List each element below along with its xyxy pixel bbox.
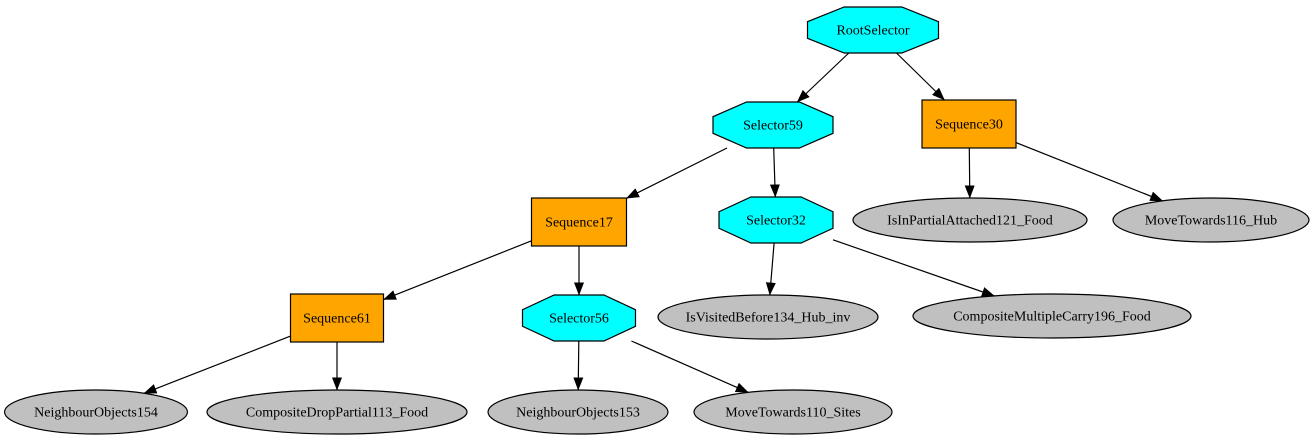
sequence-node-shape <box>289 293 385 343</box>
node-label: CompositeMultipleCarry196_Food <box>953 310 1151 325</box>
sequence-node-shape <box>921 99 1017 149</box>
tree-node-NeighbourObjects153: NeighbourObjects153 <box>487 389 669 435</box>
edge-Sequence17-to-Sequence61 <box>383 240 532 301</box>
tree-node-MoveTowards116_Hub: MoveTowards116_Hub <box>1112 197 1310 243</box>
edge-RootSelector-to-Sequence30 <box>896 52 945 101</box>
node-label: Selector32 <box>746 214 806 229</box>
leaf-node-shape <box>852 197 1088 243</box>
edge-Selector56-to-NeighbourObjects153 <box>573 340 584 391</box>
leaf-node-shape <box>487 389 669 435</box>
selector-node-shape <box>521 294 637 342</box>
edge-Sequence61-to-NeighbourObjects154 <box>143 335 291 394</box>
tree-node-CompositeDropPartial113_Food: CompositeDropPartial113_Food <box>206 389 468 435</box>
tree-node-Sequence17: Sequence17 <box>530 197 628 247</box>
node-label: IsInPartialAttached121_Food <box>887 214 1053 229</box>
node-label: MoveTowards110_Sites <box>725 406 860 421</box>
edge-RootSelector-to-Selector59 <box>796 52 850 103</box>
node-label: MoveTowards116_Hub <box>1145 214 1277 229</box>
tree-node-Selector56: Selector56 <box>521 294 637 342</box>
tree-node-MoveTowards110_Sites: MoveTowards110_Sites <box>693 389 893 435</box>
node-label: CompositeDropPartial113_Food <box>246 406 428 421</box>
edge-Selector56-to-MoveTowards110_Sites <box>631 340 749 393</box>
tree-node-NeighbourObjects154: NeighbourObjects154 <box>3 389 189 435</box>
edge-Selector59-to-Sequence17 <box>626 147 728 199</box>
tree-node-Sequence61: Sequence61 <box>289 293 385 343</box>
node-label: NeighbourObjects154 <box>34 406 158 421</box>
selector-node-shape <box>712 101 834 149</box>
leaf-node-shape <box>693 389 893 435</box>
edge-Sequence30-to-IsInPartialAttached121_Food <box>964 147 975 199</box>
tree-node-Selector59: Selector59 <box>712 101 834 149</box>
selector-node-shape <box>718 196 834 244</box>
node-label: IsVisitedBefore134_Hub_inv <box>686 311 851 326</box>
leaf-node-shape <box>1112 197 1310 243</box>
edge-Selector32-to-CompositeMultipleCarry196_Food <box>832 239 995 297</box>
edge-Selector59-to-Selector32 <box>769 147 780 198</box>
edge-Sequence30-to-MoveTowards116_Hub <box>1015 142 1164 202</box>
leaf-node-shape <box>206 389 468 435</box>
leaf-node-shape <box>3 389 189 435</box>
tree-node-RootSelector: RootSelector <box>806 6 940 54</box>
tree-node-Sequence30: Sequence30 <box>921 99 1017 149</box>
tree-node-IsVisitedBefore134_Hub_inv: IsVisitedBefore134_Hub_inv <box>657 294 879 340</box>
node-label: Selector56 <box>549 312 609 327</box>
node-label: NeighbourObjects153 <box>516 406 640 421</box>
tree-node-IsInPartialAttached121_Food: IsInPartialAttached121_Food <box>852 197 1088 243</box>
leaf-node-shape <box>912 293 1192 339</box>
node-label: Sequence30 <box>935 118 1003 133</box>
edge-Selector32-to-IsVisitedBefore134_Hub_inv <box>765 242 776 296</box>
node-label: Sequence61 <box>303 312 371 327</box>
tree-node-Selector32: Selector32 <box>718 196 834 244</box>
tree-node-CompositeMultipleCarry196_Food: CompositeMultipleCarry196_Food <box>912 293 1192 339</box>
node-label: RootSelector <box>836 24 909 39</box>
selector-node-shape <box>806 6 940 54</box>
node-label: Sequence17 <box>545 216 613 231</box>
leaf-node-shape <box>657 294 879 340</box>
sequence-node-shape <box>530 197 628 247</box>
node-label: Selector59 <box>743 119 803 134</box>
